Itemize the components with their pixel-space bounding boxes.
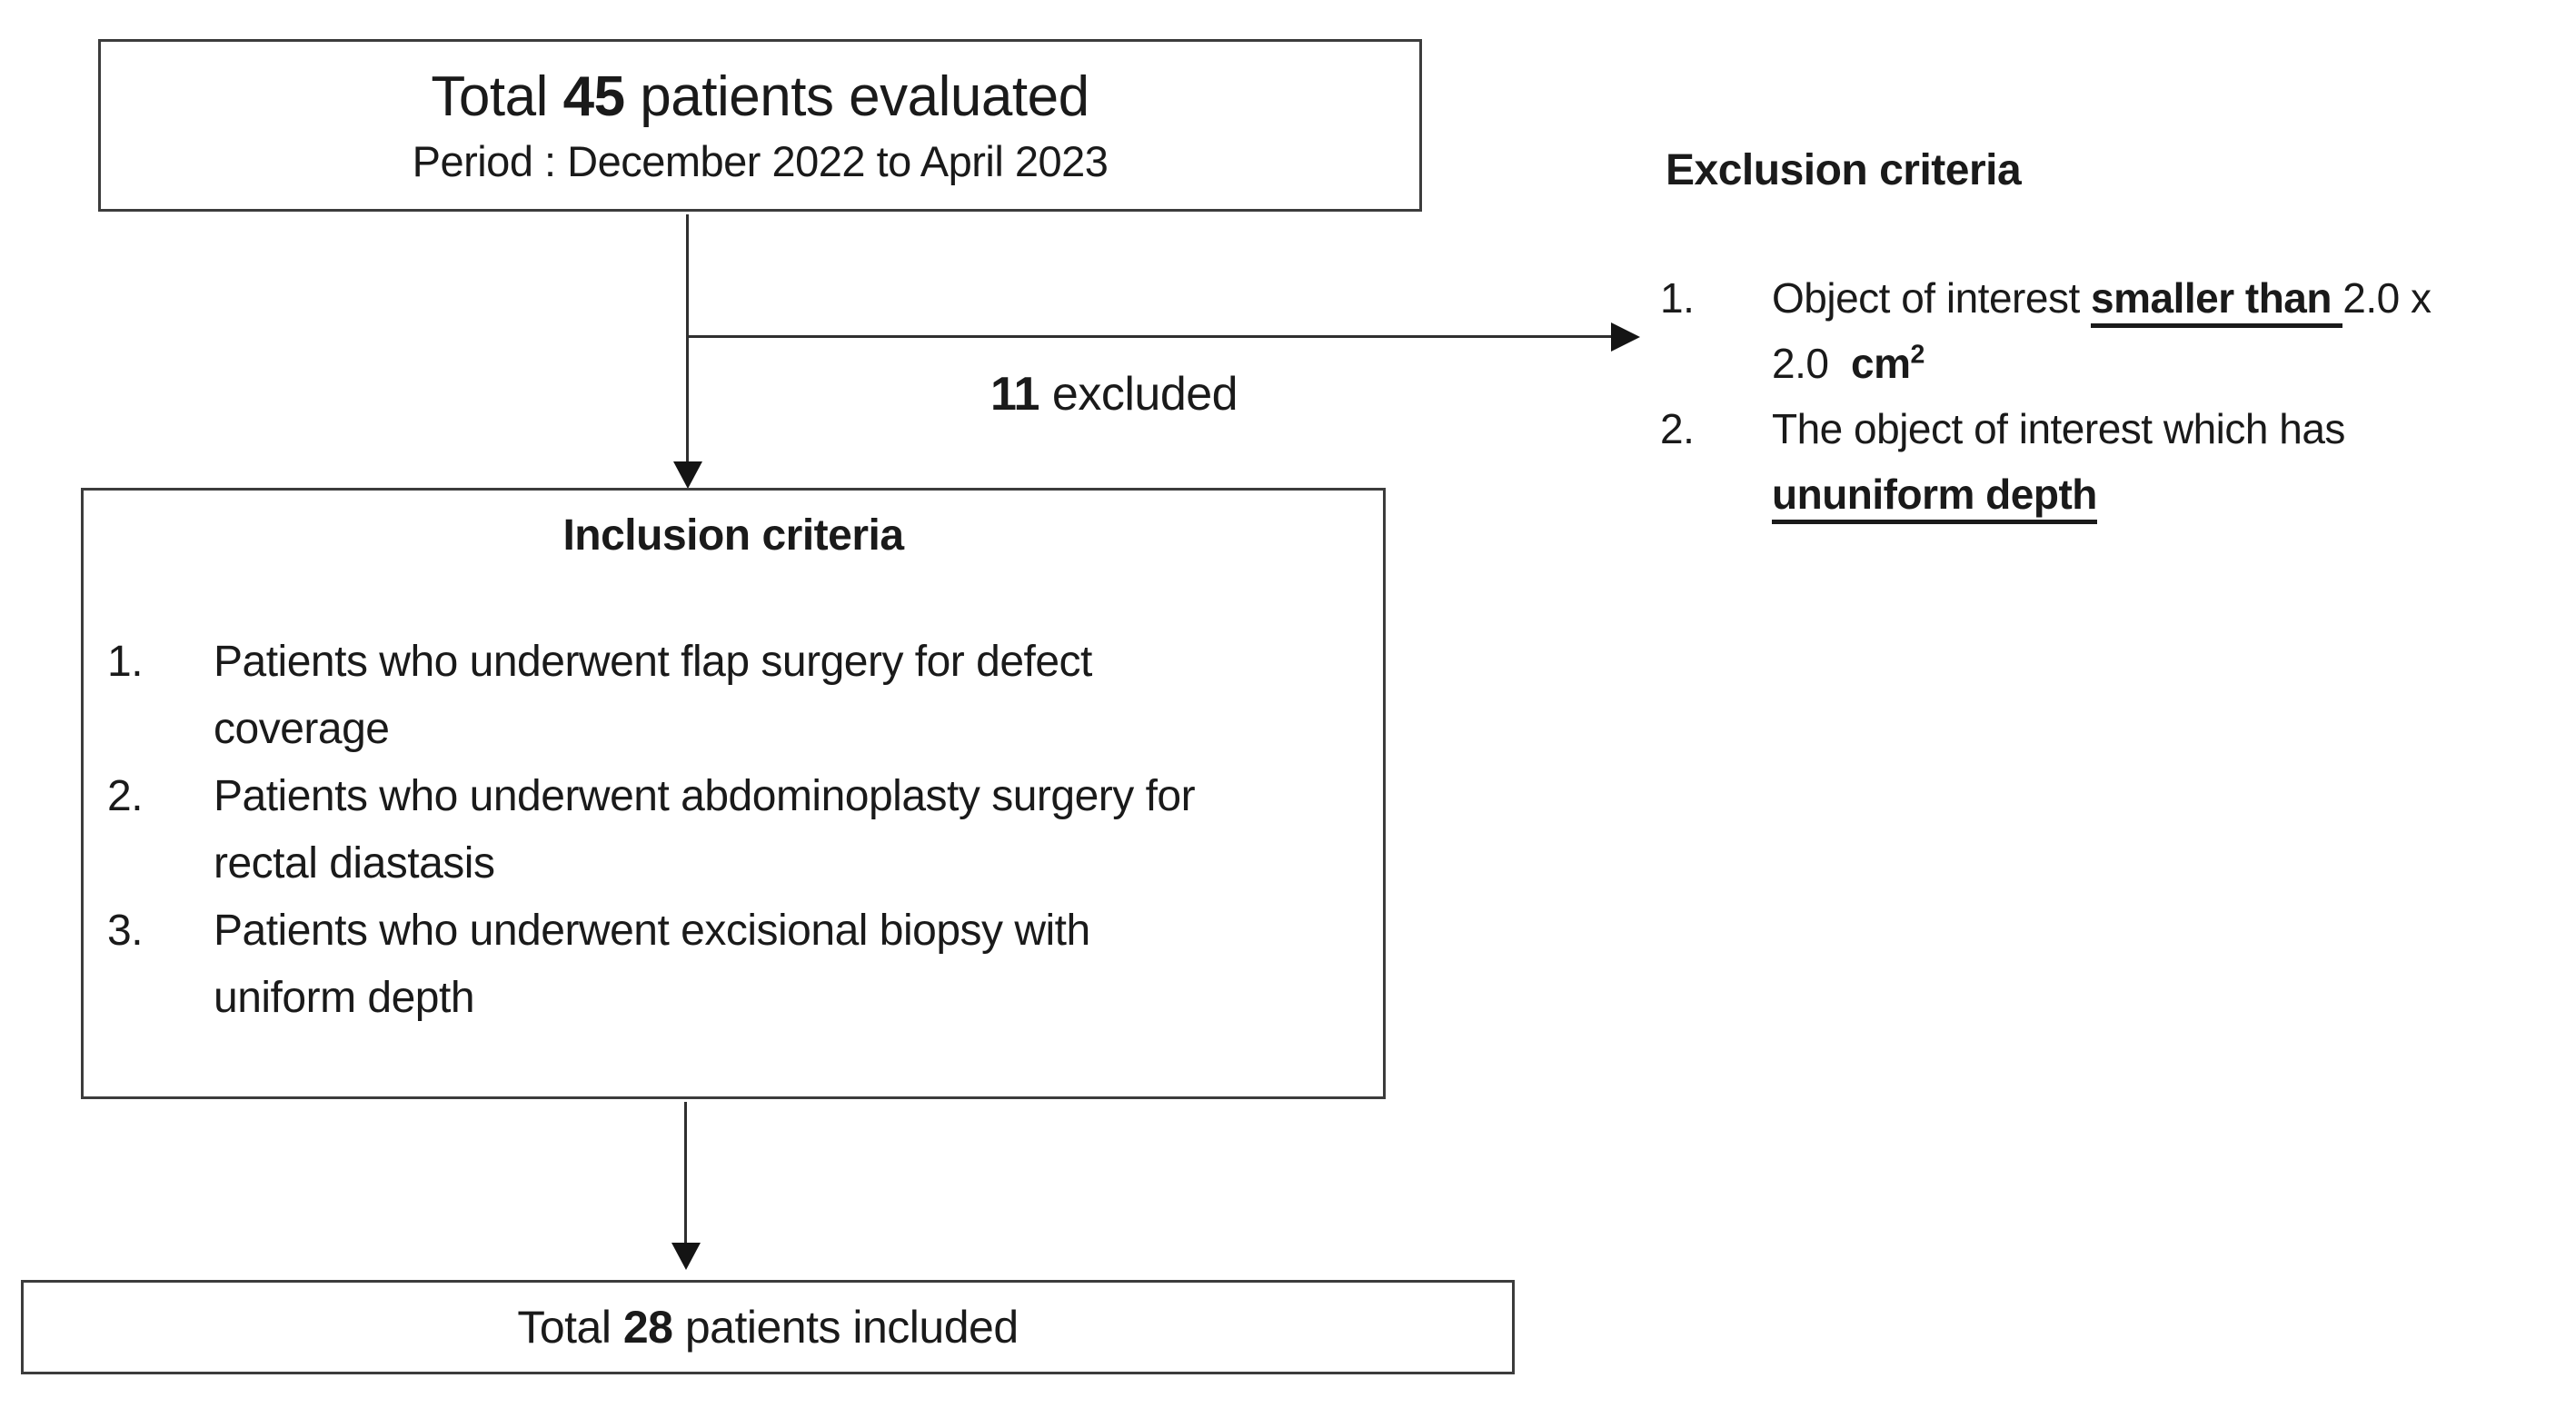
list-item: 2. The object of interest which has unun… [1660, 396, 2576, 527]
list-item-line: uniform depth [214, 974, 475, 1022]
total-included-box: Total 28 patients included [21, 1280, 1515, 1374]
arrow-evaluated-to-inclusion-line [686, 214, 689, 461]
arrow-inclusion-to-included-line [684, 1102, 687, 1243]
period-text: Period : December 2022 to April 2023 [412, 136, 1109, 185]
list-item-line: ununiform depth [1772, 461, 2576, 527]
exclusion-criteria-list: 1. Object of interest smaller than 2.0 x… [1660, 265, 2576, 527]
excluded-count-label: 11 excluded [990, 368, 1238, 421]
list-item-number: 2. [1660, 405, 1695, 452]
list-item-line: Patients who underwent flap surgery for … [214, 638, 1092, 686]
list-item-lines: Patients who underwent excisional biopsy… [214, 897, 1383, 1032]
total-included-text: Total 28 patients included [517, 1302, 1019, 1353]
exclusion-criteria-title: Exclusion criteria [1666, 146, 2022, 194]
list-item: 3. Patients who underwent excisional bio… [84, 897, 1383, 1032]
arrow-excluded-branch-line [688, 335, 1611, 338]
arrowhead-down-icon [671, 1243, 701, 1270]
total-evaluated-text: Total 45 patients evaluated [431, 64, 1089, 128]
list-item-line: rectal diastasis [214, 839, 495, 887]
list-item-line: coverage [214, 705, 390, 753]
list-item-number: 2. [107, 772, 144, 820]
list-item-lines: The object of interest which has ununifo… [1772, 396, 2576, 527]
inclusion-criteria-box: Inclusion criteria 1. Patients who under… [81, 488, 1386, 1099]
list-item-line: Patients who underwent abdominoplasty su… [214, 772, 1196, 820]
total-evaluated-box: Total 45 patients evaluated Period : Dec… [98, 39, 1422, 212]
list-item-lines: Patients who underwent flap surgery for … [214, 629, 1383, 763]
list-item-number: 1. [1660, 274, 1695, 322]
list-item-lines: Patients who underwent abdominoplasty su… [214, 763, 1383, 897]
list-item-number: 3. [107, 907, 144, 955]
list-item-line: 2.0 cm2 [1772, 340, 1925, 387]
list-item-number: 1. [107, 638, 144, 686]
arrowhead-down-icon [673, 461, 702, 489]
list-item: 1. Object of interest smaller than 2.0 x… [1660, 265, 2576, 396]
list-item-line: Patients who underwent excisional biopsy… [214, 907, 1090, 955]
arrowhead-right-icon [1611, 322, 1640, 352]
list-item-line: The object of interest which has [1772, 405, 2345, 452]
list-item: 2. Patients who underwent abdominoplasty… [84, 763, 1383, 897]
list-item-lines: Object of interest smaller than 2.0 x 2.… [1772, 265, 2576, 396]
list-item-line: Object of interest smaller than 2.0 x [1772, 265, 2576, 331]
inclusion-criteria-list: 1. Patients who underwent flap surgery f… [84, 629, 1383, 1032]
list-item: 1. Patients who underwent flap surgery f… [84, 629, 1383, 763]
inclusion-criteria-title: Inclusion criteria [562, 511, 904, 560]
